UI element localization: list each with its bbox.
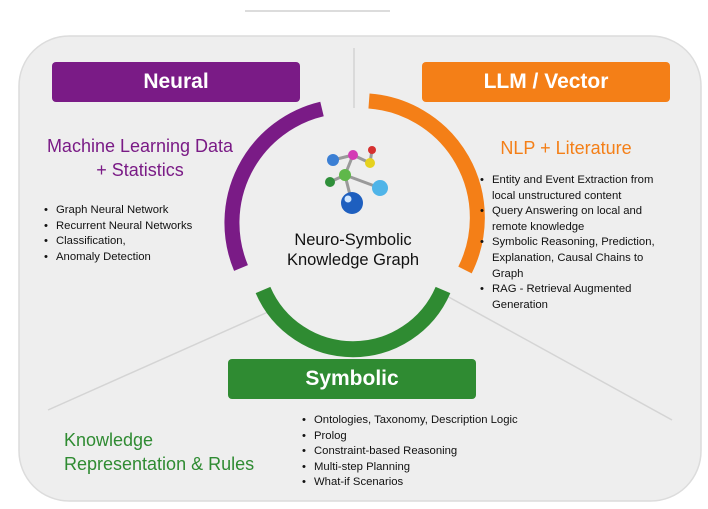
- symbolic-heading-line-1: Knowledge: [64, 430, 154, 450]
- list-item-line: Entity and Event Extraction from: [492, 174, 654, 186]
- symbolic-arc: [255, 286, 451, 358]
- symbolic-label: Symbolic: [228, 359, 476, 399]
- list-item-line: Symbolic Reasoning, Prediction,: [492, 236, 655, 249]
- list-item: What-if Scenarios: [300, 475, 570, 491]
- neural-list: Graph Neural Network Recurrent Neural Ne…: [42, 203, 242, 265]
- neural-heading: Machine Learning Data + Statistics: [30, 134, 250, 182]
- list-item-line: local unstructured content: [492, 189, 622, 202]
- center-title: Neuro-Symbolic Knowledge Graph: [255, 230, 451, 270]
- llm-arc: [368, 93, 485, 274]
- center-title-line-1: Neuro-Symbolic: [294, 231, 412, 249]
- list-item-line: RAG - Retrieval Augmented: [492, 283, 632, 296]
- list-item: Prolog: [300, 429, 570, 445]
- symbolic-heading-line-2: Representation & Rules: [64, 454, 255, 474]
- list-item: Classification,: [42, 234, 242, 250]
- list-item: Multi-step Planning: [300, 460, 570, 476]
- list-item: RAG - Retrieval Augmented Generation: [478, 282, 706, 313]
- divider-bottom-right: [444, 294, 673, 421]
- list-item-line: Graph: [492, 267, 524, 280]
- list-item: Ontologies, Taxonomy, Description Logic: [300, 413, 570, 429]
- list-item: Constraint-based Reasoning: [300, 444, 570, 460]
- symbolic-heading: Knowledge Representation & Rules: [64, 428, 280, 476]
- list-item-line: Generation: [492, 298, 548, 311]
- list-item: Recurrent Neural Networks: [42, 219, 242, 235]
- molecule-graph-icon: [325, 146, 388, 214]
- neural-label: Neural: [52, 62, 300, 102]
- list-item: Query Answering on local and remote know…: [478, 204, 706, 235]
- llm-heading: NLP + Literature: [500, 138, 632, 158]
- list-item: Entity and Event Extraction from local u…: [478, 173, 706, 204]
- list-item: Anomaly Detection: [42, 250, 242, 266]
- llm-list: Entity and Event Extraction from local u…: [478, 173, 706, 313]
- center-title-line-2: Knowledge Graph: [286, 251, 420, 269]
- list-item-line: Query Answering on local and: [492, 205, 643, 218]
- symbolic-list: Ontologies, Taxonomy, Description Logic …: [300, 413, 570, 491]
- list-item-line: Explanation, Causal Chains to: [492, 251, 644, 264]
- llm-vector-label: LLM / Vector: [422, 62, 670, 102]
- neural-heading-line-2: + Statistics: [96, 160, 184, 180]
- divider-bottom-left: [47, 311, 269, 411]
- list-item: Graph Neural Network: [42, 203, 242, 219]
- neural-heading-line-1: Machine Learning Data: [46, 136, 234, 156]
- list-item-line: remote knowledge: [492, 220, 585, 233]
- list-item: Symbolic Reasoning, Prediction, Explanat…: [478, 235, 706, 282]
